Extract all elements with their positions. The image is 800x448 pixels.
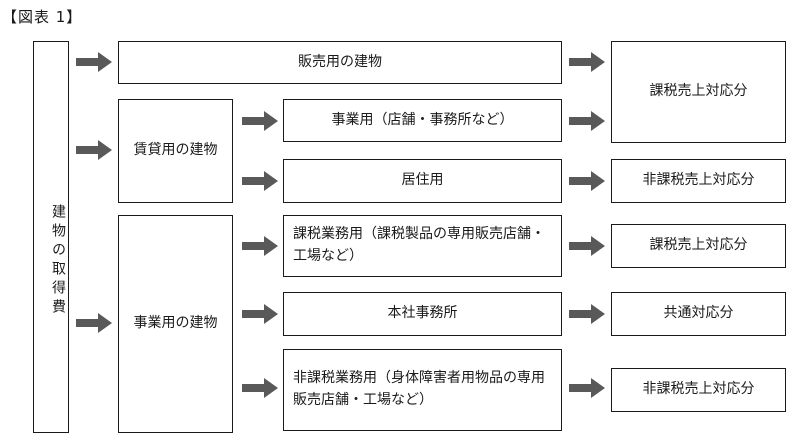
result-box-taxable-sales-top: 課税売上対応分 [611, 41, 786, 143]
result-label: 非課税売上対応分 [642, 381, 755, 398]
result-box-common: 共通対応分 [611, 292, 786, 336]
category-label-rental: 賃貸用の建物 [133, 142, 218, 159]
arrow-right-icon [242, 304, 278, 324]
arrow-right-icon [76, 140, 112, 160]
subcategory-box-nontaxable-business: 非課税業務用（身体障害者用物品の専用販売店舗・工場など） [283, 349, 562, 431]
arrow-right-icon [569, 378, 605, 398]
subcategory-box-taxable-business: 課税業務用（課税製品の専用販売店舗・工場など） [283, 215, 562, 277]
result-box-taxable-sales-business: 課税売上対応分 [611, 224, 786, 268]
category-label-sales: 販売用の建物 [298, 53, 382, 70]
arrow-right-icon [569, 111, 605, 131]
arrow-right-icon [242, 111, 278, 131]
arrow-right-icon [569, 171, 605, 191]
arrow-right-icon [242, 378, 278, 398]
subcategory-box-rental-business-use: 事業用（店舗・事務所など） [283, 99, 562, 142]
arrow-right-icon [569, 304, 605, 324]
arrow-right-icon [569, 52, 605, 72]
category-box-sales-building: 販売用の建物 [118, 41, 562, 84]
result-label: 課税売上対応分 [649, 83, 748, 100]
arrow-right-icon [569, 236, 605, 256]
result-label: 課税売上対応分 [649, 237, 748, 254]
category-box-rental-building: 賃貸用の建物 [118, 99, 233, 203]
arrow-right-icon [76, 313, 112, 333]
subcategory-box-head-office: 本社事務所 [283, 292, 562, 336]
subcategory-label: 課税業務用（課税製品の専用販売店舗・工場など） [293, 226, 545, 264]
result-label: 非課税売上対応分 [642, 172, 755, 189]
result-box-nontaxable-sales-residential: 非課税売上対応分 [611, 159, 786, 203]
subcategory-label: 事業用（店舗・事務所など） [331, 111, 514, 128]
result-box-nontaxable-sales-business: 非課税売上対応分 [611, 368, 786, 412]
subcategory-box-rental-residential: 居住用 [283, 159, 562, 203]
subcategory-label: 非課税業務用（身体障害者用物品の専用販売店舗・工場など） [293, 370, 545, 408]
root-box-building-acquisition-cost: 建物の取得費 [33, 41, 69, 433]
arrow-right-icon [242, 171, 278, 191]
root-label: 建物の取得費 [50, 204, 66, 318]
category-label-business: 事業用の建物 [133, 315, 218, 332]
result-label: 共通対応分 [663, 305, 734, 322]
arrow-right-icon [76, 52, 112, 72]
subcategory-label: 本社事務所 [387, 305, 458, 322]
category-box-business-building: 事業用の建物 [118, 215, 233, 433]
arrow-right-icon [242, 236, 278, 256]
subcategory-label: 居住用 [401, 172, 444, 189]
figure-title: 【図表 1】 [2, 8, 83, 26]
